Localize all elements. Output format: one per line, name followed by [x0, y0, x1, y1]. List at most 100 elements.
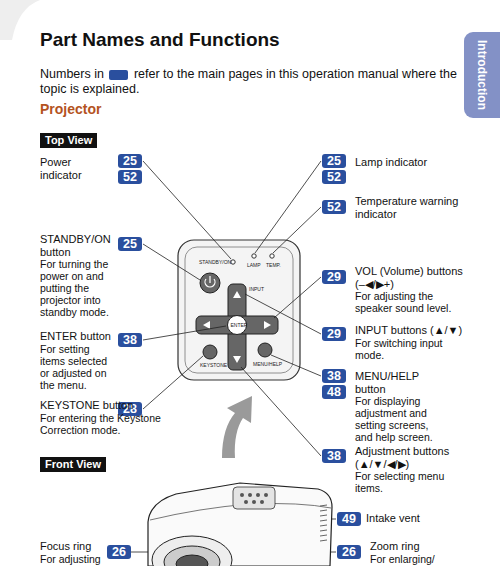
part-function: For adjusting the speaker sound level. [355, 290, 473, 314]
part-description: Lamp indicator [355, 156, 470, 169]
callout-number: 38 [322, 449, 346, 463]
panel-buttons [240, 493, 268, 504]
keystone-button [203, 345, 217, 359]
part-name: Adjustment buttons (▲/▼/◀/▶) [355, 445, 463, 470]
panel-label: ENTER [231, 322, 248, 328]
part-name: INPUT buttons (▲/▼) [355, 324, 465, 337]
part-name: ENTER button [40, 330, 115, 343]
leader-line [143, 356, 203, 409]
leader-line [143, 161, 231, 259]
part-description: Zoom ringFor enlarging/ [370, 540, 470, 565]
lamp-led [252, 254, 256, 258]
temp-led [270, 254, 274, 258]
page-curl [0, 0, 40, 40]
callout-number: 52 [327, 200, 341, 214]
part-function: For displaying adjustment and setting sc… [355, 395, 437, 443]
part-name: Intake vent [366, 512, 466, 525]
callout-number: 26 [107, 545, 131, 559]
part-name: Power indicator [40, 156, 115, 181]
part-description: Intake vent [366, 512, 466, 525]
callout-number: 52 [118, 170, 142, 184]
callout-number: 52 [322, 200, 346, 214]
part-name: STANDBY/ON button [40, 233, 112, 258]
leader-line [274, 277, 321, 318]
part-name: MENU/HELP button [355, 370, 437, 395]
part-description: ENTER buttonFor setting items selected o… [40, 330, 115, 391]
part-description: MENU/HELP buttonFor displaying adjustmen… [355, 370, 437, 443]
leader-line [245, 294, 321, 334]
focus-ring [152, 536, 232, 566]
callout-number: 26 [112, 545, 126, 559]
callout-number: 29 [322, 327, 346, 341]
callout-number: 38 [123, 333, 137, 347]
part-description: Temperature warning indicator [355, 195, 465, 220]
heading-text: Top View [45, 134, 92, 146]
leader-line [241, 367, 321, 456]
part-function: For switching input mode. [355, 337, 465, 361]
part-description: KEYSTONE buttonFor entering the Keystone… [40, 399, 165, 436]
callout-number: 52 [322, 170, 346, 184]
part-function: For selecting menu items. [355, 470, 463, 494]
heading-text: Introduction [475, 40, 489, 110]
standby-button [200, 273, 220, 293]
callout-number: 38 [327, 369, 341, 383]
page-title: Part Names and Functions [40, 29, 280, 51]
leader-line [143, 326, 226, 340]
callout-number: 38 [118, 333, 142, 347]
zoom-ring [164, 546, 220, 566]
callout-number: 25 [327, 154, 341, 168]
view-arrow [222, 396, 252, 458]
view-heading: Front View [40, 457, 106, 472]
part-name: Temperature warning indicator [355, 195, 465, 220]
section-tab: Introduction [464, 32, 500, 118]
leader-line [255, 161, 321, 253]
callout-number: 25 [322, 154, 346, 168]
callout-number: 29 [322, 270, 346, 284]
callout-number: 26 [342, 545, 356, 559]
callout-number: 26 [337, 545, 361, 559]
part-function: For enlarging/ [370, 553, 470, 565]
menu-button [258, 343, 272, 357]
callout-number: 38 [327, 449, 341, 463]
page-number-chip [109, 70, 128, 80]
part-description: VOL (Volume) buttons (–◀/▶+)For adjustin… [355, 265, 473, 314]
callout-number: 25 [118, 237, 142, 251]
part-name: VOL (Volume) buttons (–◀/▶+) [355, 265, 473, 290]
panel-label: TEMP. [266, 262, 281, 268]
panel-label: KEYSTONE [200, 362, 227, 368]
projector-panel [233, 487, 275, 509]
part-description: STANDBY/ON buttonFor turning the power o… [40, 233, 112, 318]
callout-number: 38 [322, 369, 346, 383]
callout-number: 25 [118, 154, 142, 168]
callout-number: 48 [322, 385, 346, 399]
panel-inner-border [185, 247, 293, 373]
callout-number: 25 [123, 154, 137, 168]
dpad-arrows [203, 291, 271, 363]
callout-number: 48 [327, 385, 341, 399]
callout-number: 52 [123, 170, 137, 184]
heading-text: Front View [45, 458, 101, 470]
callout-number: 29 [327, 270, 341, 284]
part-description: INPUT buttons (▲/▼)For switching input m… [355, 324, 465, 361]
callout-number: 49 [342, 512, 356, 526]
view-heading: Top View [40, 133, 97, 148]
callout-number: 52 [327, 170, 341, 184]
power-led [231, 260, 235, 264]
lens [176, 555, 208, 566]
section-heading: Projector [40, 101, 101, 117]
callout-number: 49 [337, 512, 361, 526]
part-name: Zoom ring [370, 540, 470, 553]
power-symbol [205, 276, 215, 287]
callout-number: 25 [123, 237, 137, 251]
part-function: For entering the Keystone Correction mod… [40, 412, 165, 436]
part-name: Focus ring [40, 540, 104, 553]
panel-label: LAMP [247, 262, 261, 268]
leader-line [273, 207, 321, 253]
panel-label: STANDBY/ON [199, 259, 231, 265]
part-name: Lamp indicator [355, 156, 470, 169]
part-description: Focus ringFor adjusting [40, 540, 104, 565]
intake-vent [320, 505, 327, 541]
intro-text: Numbers in [40, 67, 104, 81]
panel-label: INPUT [249, 286, 264, 292]
